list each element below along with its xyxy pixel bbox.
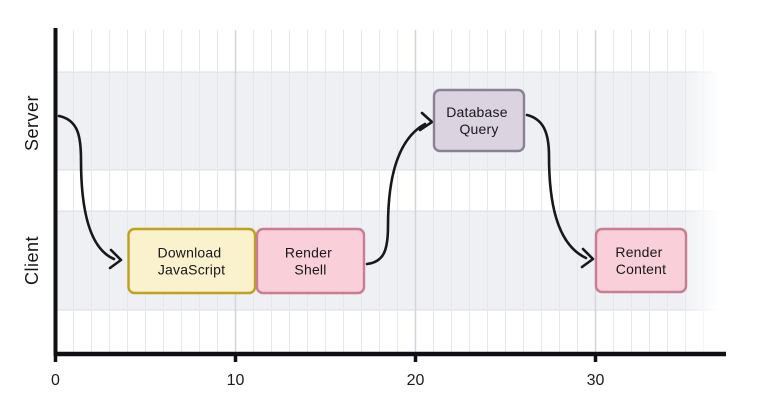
task-rect <box>432 88 526 153</box>
task-rect <box>255 227 366 295</box>
arrowhead-icon <box>108 248 123 270</box>
task-label-line1: Render <box>285 245 332 261</box>
arrow-start-to-download-javascript <box>57 114 116 261</box>
task-label: Database Query <box>446 104 512 137</box>
task-label: Render Shell <box>285 245 336 278</box>
right-fade-overlay <box>682 28 726 354</box>
task-label-line2: Shell <box>294 262 326 278</box>
server-lane-band <box>55 72 723 170</box>
task-rect <box>594 227 688 294</box>
task-label-line1: Database <box>446 104 508 120</box>
flow-arrows <box>57 111 595 270</box>
task-box-database-query: Database Query <box>432 88 526 153</box>
arrowhead-icon <box>580 247 595 269</box>
arrowhead-icon <box>418 111 434 132</box>
x-tick-label-20: 20 <box>407 372 425 389</box>
task-label: Render Content <box>615 244 666 277</box>
task-box-render-content: Render Content <box>594 227 688 294</box>
x-tick-label-10: 10 <box>227 372 245 389</box>
x-tick-label-30: 30 <box>587 372 605 389</box>
task-label-line1: Download <box>158 245 222 261</box>
task-label: Download JavaScript <box>158 245 226 278</box>
task-label-line2: JavaScript <box>158 262 225 278</box>
task-box-render-shell: Render Shell <box>255 227 366 295</box>
x-tick-label-0: 0 <box>51 372 60 389</box>
arrow-database-query-to-render-content <box>525 113 588 260</box>
task-label-line2: Query <box>459 121 498 137</box>
client-lane-label: Client <box>22 236 42 285</box>
task-label-line1: Render <box>615 244 662 260</box>
server-lane-label: Server <box>22 95 42 151</box>
task-rect <box>127 227 257 295</box>
task-label-line2: Content <box>616 261 666 277</box>
arrow-render-shell-to-database-query <box>365 122 427 266</box>
axes <box>53 28 726 362</box>
x-tick-labels: 0 10 20 30 <box>51 372 604 389</box>
task-box-download-javascript: Download JavaScript <box>127 227 257 295</box>
lane-labels: Server Client <box>22 95 42 285</box>
